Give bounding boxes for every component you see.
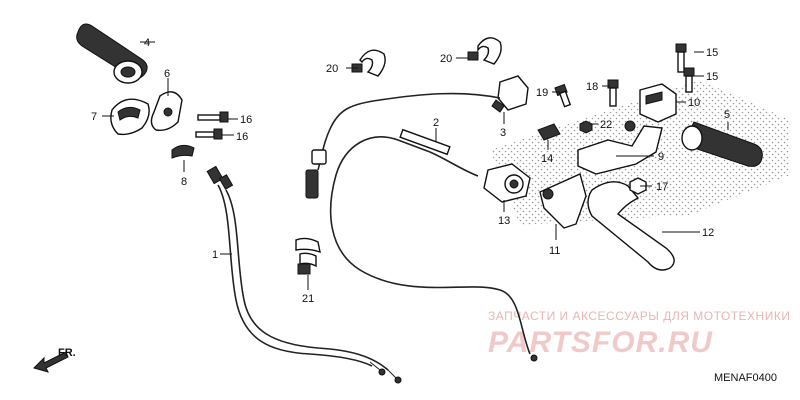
callout-1: 1 xyxy=(212,249,218,261)
callout-2: 2 xyxy=(433,117,439,129)
clutch-cable-part xyxy=(329,128,538,362)
throttle-cable-part xyxy=(206,165,402,384)
switch-assembly-part xyxy=(305,75,529,199)
screw-18 xyxy=(554,83,572,108)
clamp-20-left xyxy=(351,49,386,77)
callout-10: 10 xyxy=(688,97,700,109)
clutch-adjuster-part xyxy=(483,163,531,203)
throttle-housing-upper xyxy=(150,91,183,132)
watermark-line2: PARTSFOR.RU xyxy=(488,326,713,359)
switch-housing-part xyxy=(639,83,677,123)
nut-19 xyxy=(629,177,647,195)
lever-holder-part xyxy=(539,173,587,229)
front-direction-indicator: FR. xyxy=(33,347,76,373)
front-arrow-icon xyxy=(33,351,69,373)
screw-15-lower xyxy=(683,67,695,93)
callout-12: 12 xyxy=(702,227,714,239)
callout-7: 7 xyxy=(91,111,97,123)
clamp-20-right xyxy=(467,37,502,65)
callout-8: 8 xyxy=(181,176,187,188)
watermark-line1: ЗАПЧАСТИ И АКСЕССУАРЫ ДЛЯ МОТОТЕХНИКИ xyxy=(488,309,790,323)
callout-18: 19 xyxy=(536,87,548,99)
callout-16-upper: 16 xyxy=(240,114,252,126)
callout-15-lower: 15 xyxy=(706,71,718,83)
bolt-16-upper xyxy=(197,111,229,123)
leader-lines xyxy=(102,41,729,290)
callout-6: 6 xyxy=(164,68,170,80)
switch-14 xyxy=(537,123,561,141)
callout-16-lower: 16 xyxy=(236,131,248,143)
callout-5: 5 xyxy=(724,109,730,121)
callout-21: 21 xyxy=(302,293,314,305)
screw-15-upper xyxy=(675,43,687,73)
screw-17 xyxy=(607,79,619,107)
bracket-part xyxy=(577,120,663,175)
small-cover-part xyxy=(171,144,195,159)
callout-4: 4 xyxy=(144,37,150,49)
callout-14: 14 xyxy=(541,153,553,165)
callout-3: 3 xyxy=(500,127,506,139)
callout-19: 17 xyxy=(656,181,668,193)
diagram-code: MENAF0400 xyxy=(714,372,777,384)
callout-20-right: 20 xyxy=(440,53,452,65)
nut-22 xyxy=(579,120,593,134)
throttle-grip-part xyxy=(76,23,148,84)
callout-9: 9 xyxy=(658,151,664,163)
callout-20-left: 20 xyxy=(326,63,338,75)
callout-13: 13 xyxy=(498,215,510,227)
bolt-16-lower xyxy=(195,128,223,140)
throttle-housing-lower xyxy=(110,98,150,136)
callout-11: 11 xyxy=(549,245,560,257)
front-label: FR. xyxy=(58,347,76,359)
callout-15-upper: 15 xyxy=(706,47,718,59)
left-grip-part xyxy=(681,121,763,167)
cable-tie-part xyxy=(295,237,321,275)
clutch-lever-part xyxy=(587,181,675,271)
callout-17: 18 xyxy=(586,81,598,93)
callout-22: 22 xyxy=(600,119,612,131)
